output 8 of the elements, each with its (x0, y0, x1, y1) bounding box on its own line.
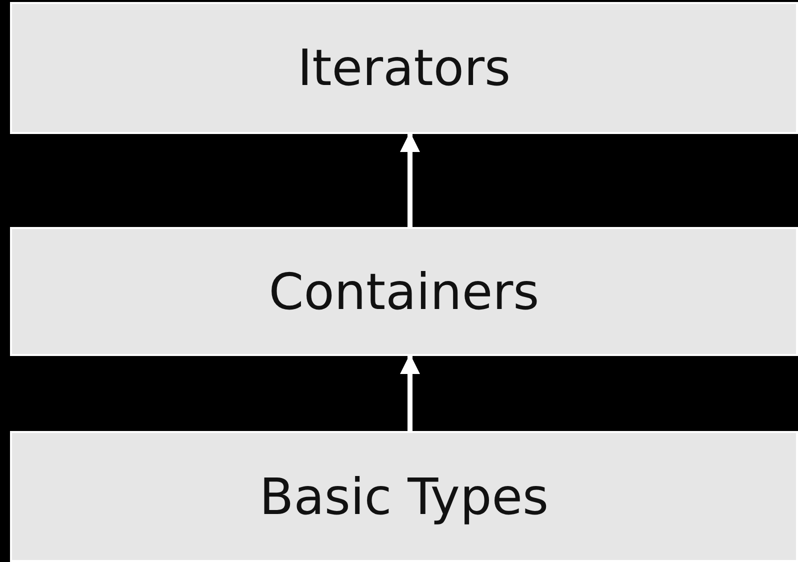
layer-box (10, 2, 798, 134)
arrow (400, 354, 420, 431)
layer-box (10, 431, 798, 562)
layer-label: Iterators (297, 39, 511, 97)
arrow (400, 132, 420, 227)
layer-box (10, 227, 798, 356)
layer-label: Basic Types (259, 468, 549, 526)
layer-label: Containers (268, 262, 540, 320)
